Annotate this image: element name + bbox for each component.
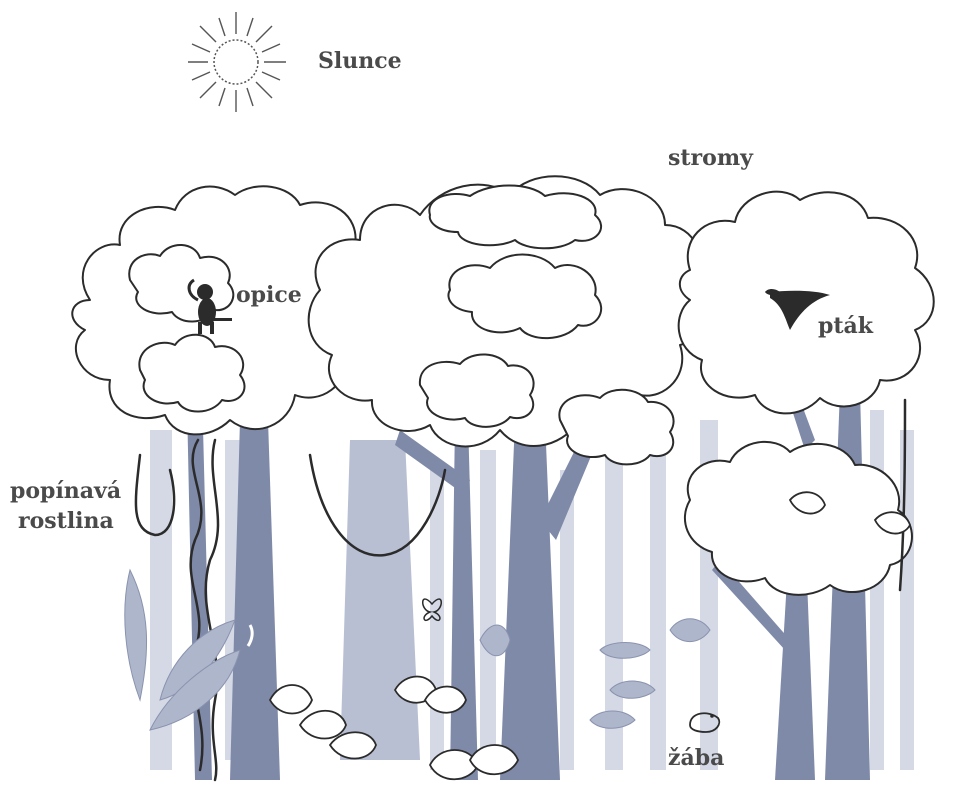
label-vine-line2: rostlina <box>18 508 114 536</box>
label-sun: Slunce <box>318 48 402 76</box>
label-frog: žába <box>668 745 724 773</box>
sun-icon <box>188 12 286 112</box>
label-monkey: opice <box>236 282 302 310</box>
label-bird: pták <box>818 313 873 341</box>
label-vine-line1: popínavá <box>10 478 121 506</box>
label-trees: stromy <box>668 145 753 173</box>
